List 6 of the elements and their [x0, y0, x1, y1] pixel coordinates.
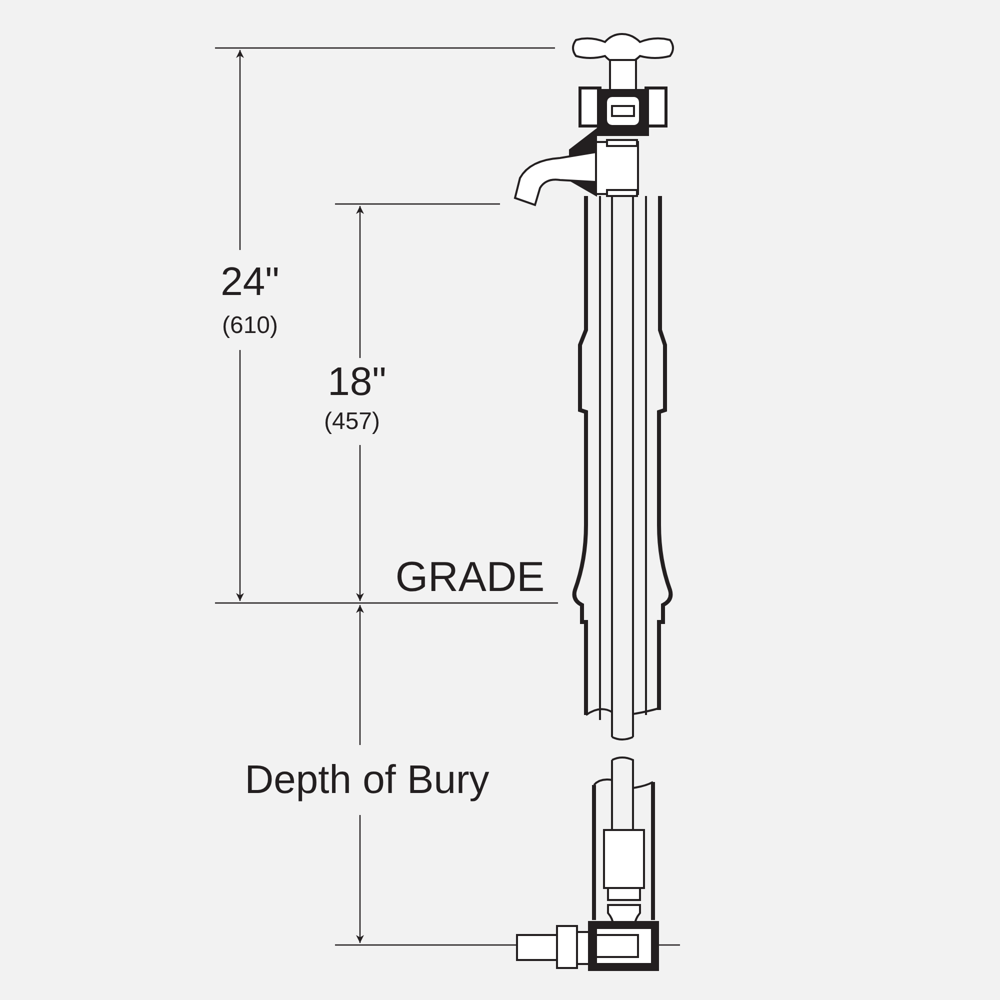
- dimension-value: 18": [328, 362, 386, 402]
- dimension-value: 24": [220, 262, 280, 302]
- dimension-value: (457): [324, 410, 380, 434]
- grade-label: GRADE: [395, 556, 545, 598]
- dimension-label: Depth of Bury: [244, 760, 490, 800]
- dimension-value: (610): [222, 314, 278, 338]
